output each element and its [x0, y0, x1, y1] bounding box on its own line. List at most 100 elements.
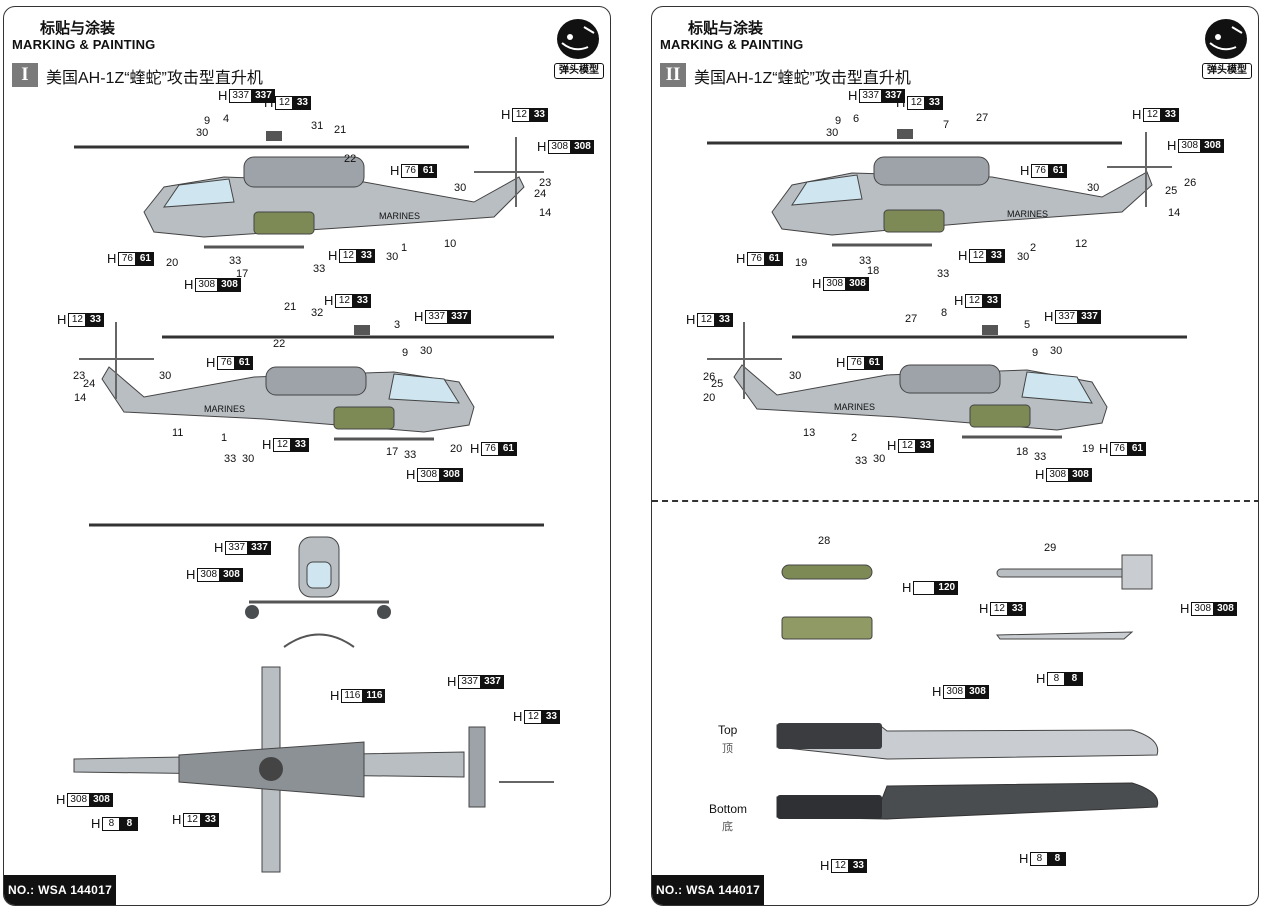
- part-callout: 1: [221, 432, 228, 444]
- warhead-logo-icon: [557, 19, 599, 59]
- canopy: [163, 178, 235, 208]
- part-callout: 26: [1184, 177, 1197, 189]
- part-callout: 33: [1034, 451, 1047, 463]
- canopy: [1021, 371, 1093, 404]
- section-title-en: MARKING & PAINTING: [12, 37, 156, 52]
- part-callout: 33: [404, 449, 417, 461]
- helicopter-drawings-scheme-1: MARINES MARINES: [73, 131, 554, 873]
- rocket-pod-side: [781, 564, 873, 580]
- part-callout: 17: [236, 268, 249, 280]
- rocket-pod: [333, 406, 395, 430]
- canopy: [388, 373, 460, 404]
- part-callout: 32: [311, 307, 324, 319]
- missile-fins: [1121, 554, 1153, 590]
- part-callout: 19: [795, 257, 808, 269]
- part-callout: 27: [976, 112, 989, 124]
- brand-logo-text: 弹头模型: [554, 63, 604, 79]
- part-callout: 30: [420, 345, 433, 357]
- part-callout: 30: [454, 182, 467, 194]
- part-callout: 30: [196, 127, 209, 139]
- brand-logo: 弹头模型: [554, 13, 604, 83]
- part-callout: 33: [313, 263, 326, 275]
- part-callout: 30: [386, 251, 399, 263]
- section-divider: [652, 500, 1258, 502]
- part-callout: 30: [159, 370, 172, 382]
- part-callout: 33: [224, 453, 237, 465]
- part-callout: 21: [334, 124, 347, 136]
- variant-title: 美国AH-1Z“蝰蛇”攻击型直升机: [694, 70, 911, 87]
- part-callout: 14: [539, 207, 552, 219]
- blade-top-label-cn: 顶: [722, 743, 733, 755]
- instruction-page-1: 标贴与涂装 MARKING & PAINTING I 美国AH-1Z“蝰蛇”攻击…: [3, 6, 611, 906]
- product-number: NO.: WSA 144017: [4, 875, 116, 905]
- part-callout: 2: [851, 432, 858, 444]
- part-callout: 18: [1016, 446, 1029, 458]
- rotor-hub: [897, 129, 913, 139]
- part-callout: 33: [855, 455, 868, 467]
- rotor-hub: [266, 131, 282, 141]
- part-callout: 30: [242, 453, 255, 465]
- skid-front: [283, 633, 355, 648]
- section-title-cn: 标贴与涂装: [688, 20, 764, 37]
- part-callout: 7: [943, 119, 950, 131]
- instruction-page-2: 标贴与涂装 MARKING & PAINTING II 美国AH-1Z“蝰蛇”攻…: [651, 6, 1259, 906]
- variant-title: 美国AH-1Z“蝰蛇”攻击型直升机: [46, 70, 263, 87]
- product-number: NO.: WSA 144017: [652, 875, 764, 905]
- part-callout: 23: [539, 177, 552, 189]
- part-callout: 24: [83, 378, 96, 390]
- side-view-right-facing: MARINES: [79, 322, 554, 441]
- part-callout: 20: [166, 257, 179, 269]
- rotor-hub-top: [259, 757, 283, 781]
- tail-fin-top: [468, 726, 486, 808]
- part-callout: 9: [204, 115, 211, 127]
- warhead-logo-icon: [1205, 19, 1247, 59]
- part-callout: 2: [1030, 242, 1037, 254]
- marines-marking: MARINES: [834, 402, 875, 412]
- wingtip-missile: [377, 605, 391, 619]
- part-callout: 30: [1050, 345, 1063, 357]
- scheme-number: II: [660, 63, 686, 87]
- part-callout: 23: [73, 370, 86, 382]
- part-callout: 33: [859, 255, 872, 267]
- helicopter-drawings-scheme-2: MARINES MARINES: [707, 129, 1187, 820]
- part-callout: 21: [284, 301, 297, 313]
- part-callout: 14: [1168, 207, 1181, 219]
- part-callout: 30: [1087, 182, 1100, 194]
- part-callout: 20: [703, 392, 716, 404]
- part-callout: 17: [386, 446, 399, 458]
- part-callout: 9: [1032, 347, 1039, 359]
- top-view: [73, 666, 554, 873]
- fuselage: [143, 176, 525, 238]
- part-callout: 22: [273, 338, 286, 350]
- part-callout: 18: [867, 265, 880, 277]
- missile-rail: [996, 631, 1134, 640]
- wingtip-missile: [245, 605, 259, 619]
- weapons-detail: [781, 554, 1153, 640]
